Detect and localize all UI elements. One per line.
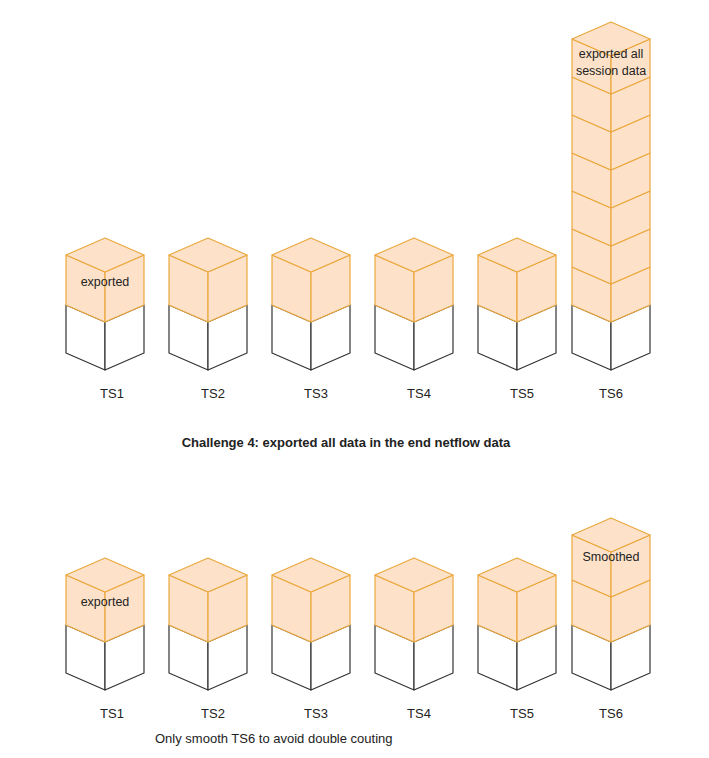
cube-stack: [272, 558, 350, 690]
cube-stack: [478, 558, 556, 690]
cube-text: Smoothed: [583, 549, 640, 566]
cube-stack: [375, 238, 453, 370]
timestep-label: TS1: [100, 386, 124, 401]
cube-face: [169, 558, 247, 592]
cube-face: [375, 558, 453, 592]
cube-face: [572, 518, 650, 552]
cube-box: Smoothed: [571, 547, 651, 568]
cube-stack: [272, 238, 350, 370]
cube-face: [375, 238, 453, 272]
timestep-label: TS3: [304, 386, 328, 401]
cube-face: [66, 558, 144, 592]
caption-text: Challenge 4: exported all data in the en…: [182, 435, 511, 450]
cube-text: exported all session data: [574, 46, 648, 80]
cube-face: [66, 238, 144, 272]
timestep-label: TS3: [304, 706, 328, 721]
cube-box: exported: [65, 592, 145, 613]
cube-text: exported: [81, 594, 130, 611]
note-text: Only smooth TS6 to avoid double couting: [155, 731, 393, 746]
cube-face: [169, 238, 247, 272]
timestep-label: TS6: [599, 706, 623, 721]
cube-stack: [375, 558, 453, 690]
timestep-label: TS6: [599, 386, 623, 401]
cube-box: exported: [65, 272, 145, 293]
cube-face: [272, 558, 350, 592]
cube-stack: [478, 238, 556, 370]
timestep-label: TS2: [201, 386, 225, 401]
cube-stack: [572, 22, 650, 370]
cube-stack: [66, 238, 144, 370]
cube-stack: [66, 558, 144, 690]
cube-text: exported: [81, 274, 130, 291]
cube-face: [478, 238, 556, 272]
cube-stack: [169, 558, 247, 690]
cube-stack: [572, 518, 650, 690]
timestep-label: TS1: [100, 706, 124, 721]
cube-face: [478, 558, 556, 592]
cube-box: exported all session data: [571, 44, 651, 82]
timestep-label: TS5: [510, 386, 534, 401]
cube-stack: [169, 238, 247, 370]
timestep-label: TS4: [407, 386, 431, 401]
timestep-label: TS2: [201, 706, 225, 721]
cube-face: [272, 238, 350, 272]
timestep-label: TS4: [407, 706, 431, 721]
timestep-label: TS5: [510, 706, 534, 721]
